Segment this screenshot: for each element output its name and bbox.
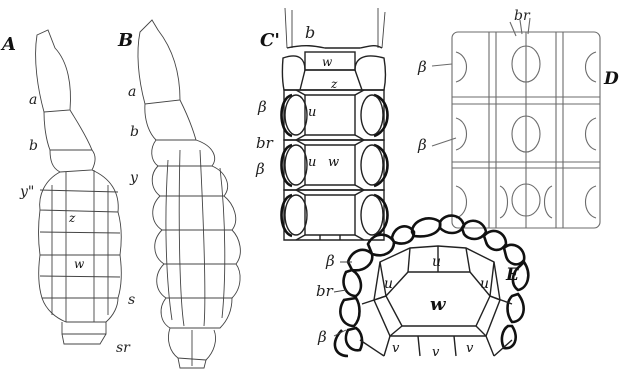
figure-a-label-z: z (68, 211, 76, 225)
figure-d-label-beta-1: β (417, 58, 427, 76)
figure-b-label-y: y (129, 170, 139, 186)
figure-a-label-y: y" (19, 184, 34, 200)
figure-c-label-beta-1: β (257, 98, 267, 116)
figure-a-embryo: A a b y" z w (0, 30, 121, 344)
figure-e-label-beta-1: β (325, 252, 335, 270)
figure-a-label-a: a (29, 92, 37, 108)
figure-c-label-br: br (256, 134, 274, 152)
figure-a-panel-label: A (0, 34, 16, 55)
figure-d-body-wall-grid: D br β β (417, 8, 619, 228)
figure-b-segments (152, 140, 241, 368)
figure-b-label-sr: sr (116, 340, 131, 356)
figure-b-label-b: b (130, 124, 139, 140)
figure-c-label-u-2: u (308, 155, 316, 170)
figure-e-label-v-2: v (432, 345, 440, 360)
figure-e-label-u-center: u (432, 254, 441, 270)
figure-e-label-beta-2: β (317, 328, 327, 346)
figure-e-label-u-left: u (384, 276, 393, 292)
figure-a-label-w: w (74, 257, 85, 271)
figure-c-label-beta-2: β (255, 160, 265, 178)
figure-e-panel-label: E (505, 265, 520, 285)
figure-c-label-z: z (330, 77, 338, 91)
figure-c-segment-detail: w z C' b β u br β u w (255, 8, 388, 240)
figure-b-label-a: a (128, 84, 136, 100)
figure-b-panel-label: B (117, 30, 133, 51)
figure-b-embryo: B a b y s sr (116, 20, 240, 368)
figure-e-label-u-right: u (480, 276, 489, 292)
figure-e-label-v-1: v (392, 341, 400, 356)
figure-b-label-s: s (128, 292, 135, 308)
figure-c-label-b: b (305, 23, 315, 42)
figure-e-cross-section: u u u w v v v E β br β (316, 216, 528, 360)
figure-d-label-beta-2: β (417, 136, 427, 154)
figure-d-panel-label: D (603, 69, 619, 89)
figure-d-label-br: br (514, 8, 531, 24)
figure-c-label-w-top: w (322, 55, 333, 69)
figure-c-label-w-mid: w (328, 155, 339, 170)
figure-e-label-w: w (430, 294, 447, 315)
figure-a-label-b: b (29, 138, 38, 154)
figure-e-label-br: br (316, 282, 334, 300)
figure-c-panel-label: C' (260, 30, 280, 51)
figure-e-label-v-3: v (466, 341, 474, 356)
figure-c-label-u-1: u (308, 105, 316, 120)
